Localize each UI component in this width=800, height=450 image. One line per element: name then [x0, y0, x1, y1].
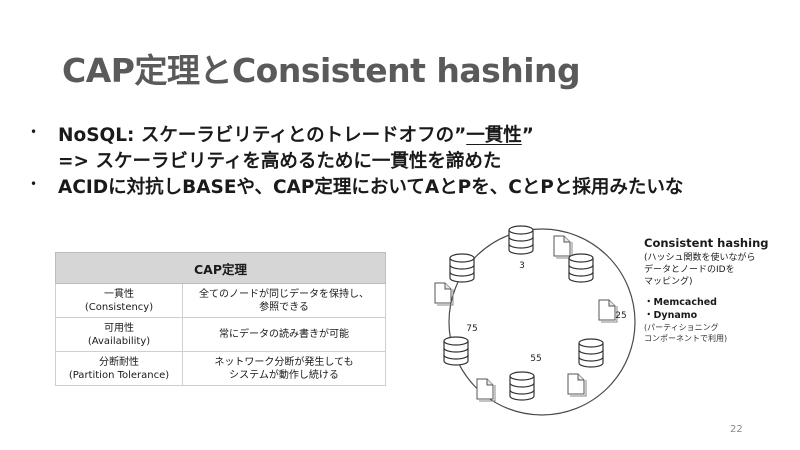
desc-line: 全てのノードが同じデータを保持し、 [199, 288, 369, 300]
desc-line: 参照できる [259, 301, 309, 313]
subnote-line: (パーティショニング [644, 323, 719, 332]
usage-list: ・Memcached ・Dynamo [644, 296, 800, 322]
cap-theorem-table: CAP定理 一貫性(Consistency) 全てのノードが同じデータを保持し、… [55, 252, 386, 386]
bullet-continuation: => スケーラビリティを高めるために一貫性を諦めた [30, 147, 790, 173]
node-database-icon [443, 336, 469, 366]
slide-title: CAP定理とConsistent hashing [62, 51, 581, 90]
term-en: (Consistency) [84, 301, 154, 313]
data-document-icon [553, 235, 573, 259]
bullet-text: ACIDに対抗しBASEや、CAP定理においてAとPを、CとPと採用みたいな [58, 177, 684, 198]
bullet-marker: • [30, 177, 38, 191]
node-database-icon [568, 253, 594, 283]
data-document-icon [476, 378, 496, 402]
term-ja: 可用性 [104, 322, 134, 334]
data-document-icon [567, 373, 587, 397]
bullet-marker: • [30, 125, 38, 139]
table-cell-desc: ネットワーク分断が発生してもシステムが動作し続ける [182, 351, 386, 386]
table-cell-desc: 全てのノードが同じデータを保持し、参照できる [182, 283, 386, 318]
node-database-icon [508, 225, 534, 255]
desc-line: (ハッシュ関数を使いながら [644, 253, 756, 263]
term-ja: 分断耐性 [99, 356, 139, 368]
bullet-list: • NoSQL: スケーラビリティとのトレードオフの”一貫性” => スケーラビ… [30, 121, 790, 199]
desc-line: システムが動作し続ける [229, 369, 339, 381]
note-description: (ハッシュ関数を使いながら データとノードのIDを マッピング) [644, 252, 800, 288]
hash-ring [448, 228, 636, 416]
data-document-icon [434, 282, 454, 306]
bullet-text: => スケーラビリティを高めるために一貫性を諦めた [58, 151, 502, 172]
ring-label: 25 [615, 311, 626, 321]
consistent-hashing-note: Consistent hashing (ハッシュ関数を使いながら データとノード… [644, 236, 800, 344]
table-cell-term: 可用性(Availability) [55, 317, 183, 352]
hash-ring-diagram: 3 25 55 75 [434, 225, 636, 416]
bullet-item: • NoSQL: スケーラビリティとのトレードオフの”一貫性” [30, 121, 790, 147]
table-cell-term: 分断耐性(Partition Tolerance) [55, 351, 183, 386]
table-row: 可用性(Availability) 常にデータの読み書きが可能 [55, 317, 386, 352]
usage-subnote: (パーティショニング コンポーネントで利用) [644, 322, 800, 344]
list-item: ・Memcached [644, 297, 717, 308]
node-database-icon [509, 371, 535, 401]
bullet-text: NoSQL: スケーラビリティとのトレードオフの”一貫性” [58, 121, 534, 147]
bullet-item: • ACIDに対抗しBASEや、CAP定理においてAとPを、CとPと採用みたいな [30, 173, 790, 199]
bullet-text-pre: NoSQL: スケーラビリティとのトレードオフの” [58, 125, 467, 146]
table-row: 分断耐性(Partition Tolerance) ネットワーク分断が発生しても… [55, 351, 386, 386]
table-cell-term: 一貫性(Consistency) [55, 283, 183, 318]
bullet-text-post: ” [521, 125, 534, 146]
desc-line: マッピング) [644, 277, 693, 287]
list-item: ・Dynamo [644, 310, 698, 321]
desc-line: 常にデータの読み書きが可能 [219, 329, 349, 340]
ring-label: 55 [530, 354, 541, 364]
desc-line: データとノードのIDを [644, 265, 735, 275]
table-row: 一貫性(Consistency) 全てのノードが同じデータを保持し、参照できる [55, 283, 386, 318]
ring-label: 75 [466, 324, 477, 334]
node-database-icon [449, 253, 475, 283]
term-ja: 一貫性 [104, 288, 134, 300]
desc-line: ネットワーク分断が発生しても [214, 356, 354, 368]
ring-label: 3 [519, 261, 525, 271]
bullet-emphasis: 一貫性 [466, 125, 522, 146]
page-number: 22 [730, 424, 743, 435]
term-en: (Partition Tolerance) [68, 369, 170, 381]
note-heading: Consistent hashing [644, 236, 769, 250]
node-database-icon [578, 338, 604, 368]
table-cell-desc: 常にデータの読み書きが可能 [182, 317, 386, 352]
subnote-line: コンポーネントで利用) [644, 334, 728, 343]
cap-table-header: CAP定理 [55, 252, 386, 284]
term-en: (Availability) [87, 335, 151, 347]
